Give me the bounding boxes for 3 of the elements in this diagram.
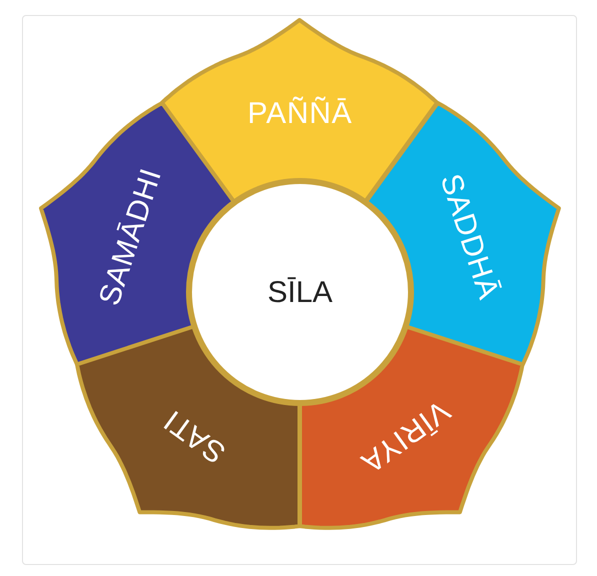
petal-label: SATI: [159, 404, 232, 468]
petal-label: PAÑÑĀ: [248, 99, 352, 129]
center-label: SĪLA: [267, 274, 333, 310]
